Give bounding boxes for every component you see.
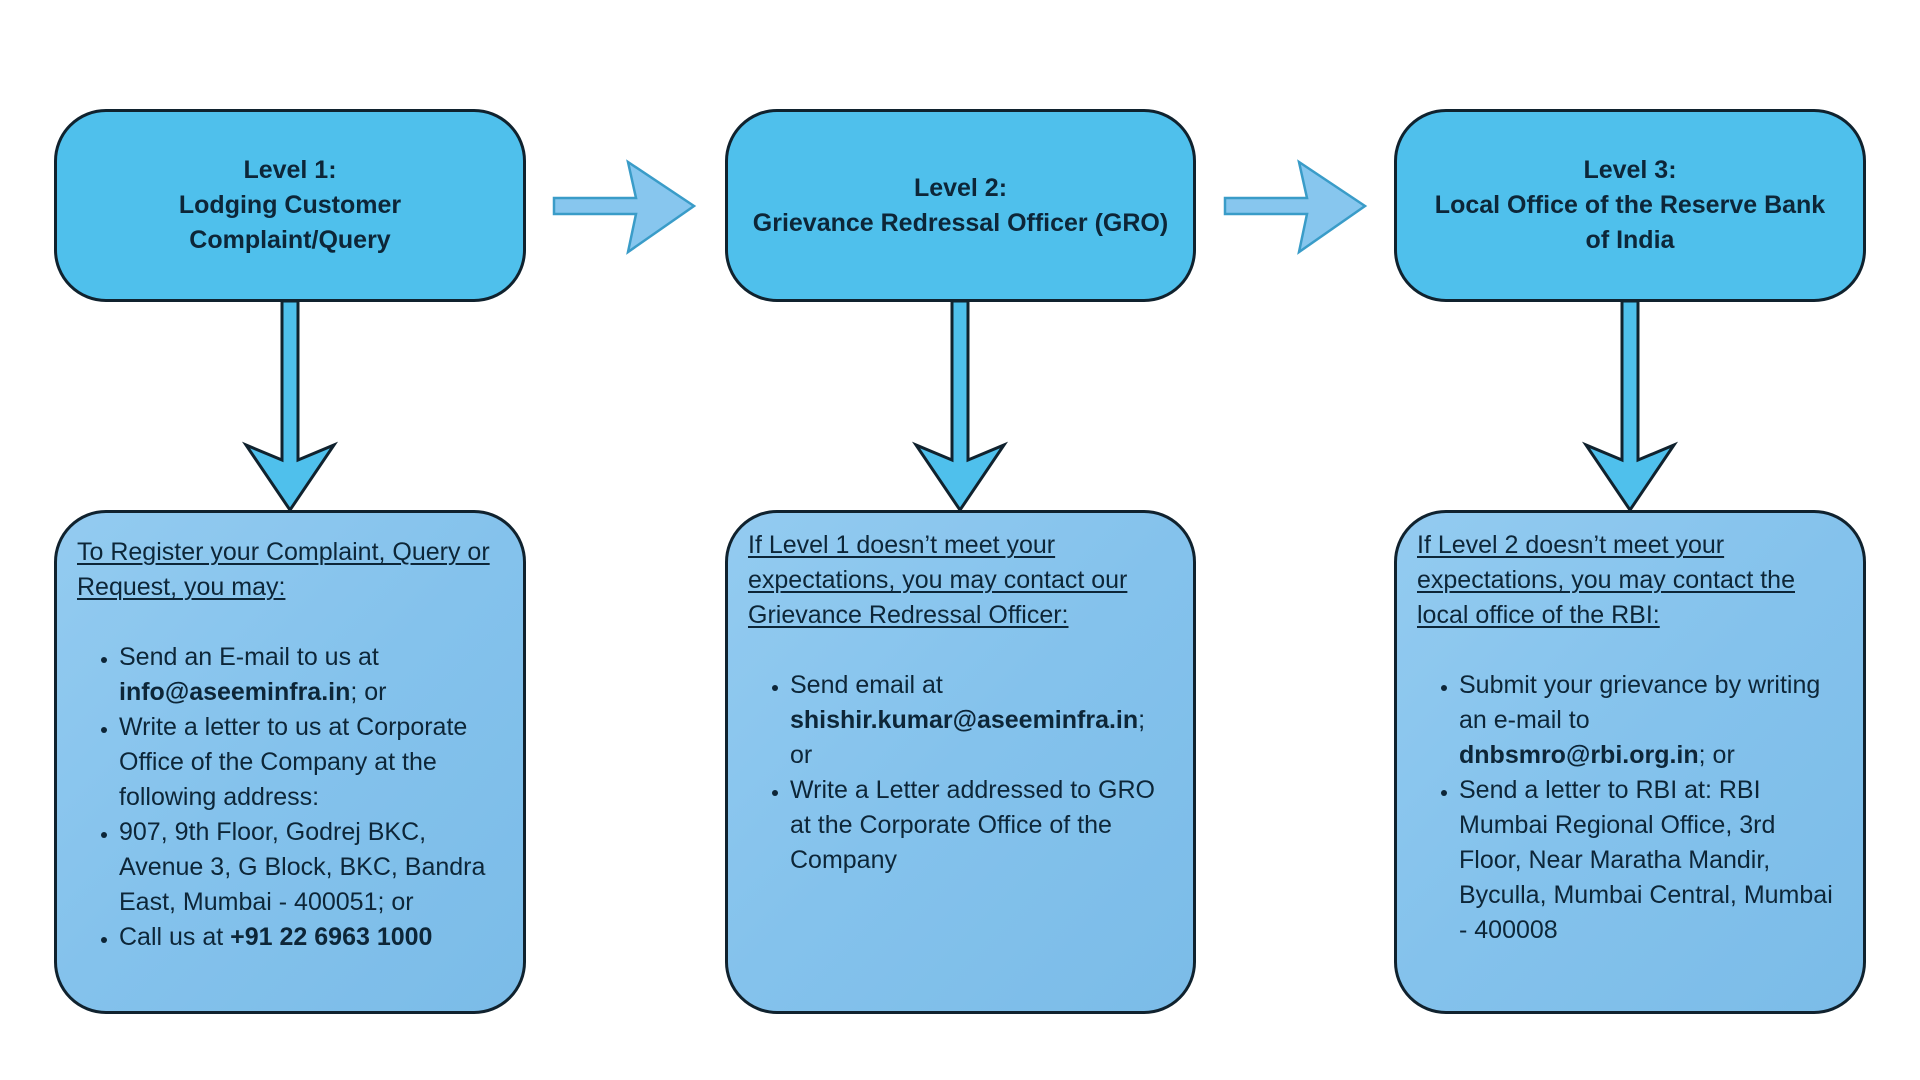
email-link[interactable]: shishir.kumar@aseeminfra.in: [790, 706, 1139, 734]
level-2-options-list: Send email at shishir.kumar@aseeminfra.i…: [748, 668, 1173, 878]
list-item: Write a Letter addressed to GRO at the C…: [790, 773, 1173, 878]
level-3-title-line: of India: [1585, 226, 1675, 254]
list-item-text: Call us at: [119, 923, 231, 951]
level-3-details-box: If Level 2 doesn’t meet your expectation…: [1394, 510, 1866, 1014]
level-2-label: Level 2:: [913, 173, 1008, 202]
list-item: Send an E-mail to us at info@aseeminfra.…: [119, 640, 503, 710]
list-item-text: Submit your grievance by writing an e-ma…: [1459, 671, 1821, 734]
level-2-title-line: Grievance Redressal Officer (GRO): [752, 208, 1169, 237]
list-item: Send a letter to RBI at: RBI Mumbai Regi…: [1459, 773, 1843, 948]
level-1-details-box: To Register your Complaint, Query or Req…: [54, 510, 526, 1014]
right-arrow-icon: [1223, 159, 1368, 255]
level-1-intro: To Register your Complaint, Query or Req…: [77, 538, 490, 601]
level-3-title-line: Local Office of the Reserve Bank: [1434, 191, 1826, 219]
list-item-text: ; or: [350, 678, 387, 706]
level-3-label: Level 3:: [1583, 156, 1677, 184]
address-text: 907, 9th Floor, Godrej BKC, Avenue 3, G …: [119, 818, 486, 916]
list-item: Write a letter to us at Corporate Office…: [119, 710, 503, 815]
list-item: Send email at shishir.kumar@aseeminfra.i…: [790, 668, 1173, 773]
right-arrow-icon: [552, 159, 697, 255]
down-arrow-icon: [911, 299, 1009, 513]
list-item-text: Write a letter to us at Corporate Office…: [119, 713, 468, 811]
level-3-intro: If Level 2 doesn’t meet your expectation…: [1417, 531, 1795, 629]
level-2-details-box: If Level 1 doesn’t meet your expectation…: [725, 510, 1196, 1014]
email-link[interactable]: info@aseeminfra.in: [119, 678, 351, 706]
list-item-text: ; or: [1698, 741, 1735, 769]
phone-number[interactable]: +91 22 6963 1000: [230, 923, 433, 951]
list-item: Call us at +91 22 6963 1000: [119, 920, 503, 955]
level-1-header-box: Level 1: Lodging Customer Complaint/Quer…: [54, 109, 526, 302]
address-text: Send a letter to RBI at: RBI Mumbai Regi…: [1459, 776, 1833, 944]
level-2-header-box: Level 2: Grievance Redressal Officer (GR…: [725, 109, 1196, 302]
list-item-text: Send email at: [790, 671, 943, 699]
list-item-text: ; or: [790, 706, 1146, 769]
list-item: 907, 9th Floor, Godrej BKC, Avenue 3, G …: [119, 815, 503, 920]
level-1-title-line: Lodging Customer: [178, 191, 402, 219]
level-3-header-box: Level 3: Local Office of the Reserve Ban…: [1394, 109, 1866, 302]
level-2-intro: If Level 1 doesn’t meet your expectation…: [748, 531, 1128, 629]
list-item: Submit your grievance by writing an e-ma…: [1459, 668, 1843, 773]
level-1-title-line: Complaint/Query: [189, 226, 391, 254]
list-item-text: Write a Letter addressed to GRO at the C…: [790, 776, 1155, 874]
level-3-options-list: Submit your grievance by writing an e-ma…: [1417, 668, 1843, 948]
email-link[interactable]: dnbsmro@rbi.org.in: [1459, 741, 1699, 769]
level-1-label: Level 1:: [243, 156, 337, 184]
list-item-text: Send an E-mail to us at: [119, 643, 379, 671]
down-arrow-icon: [241, 299, 339, 513]
down-arrow-icon: [1581, 299, 1679, 513]
level-1-options-list: Send an E-mail to us at info@aseeminfra.…: [77, 640, 503, 955]
